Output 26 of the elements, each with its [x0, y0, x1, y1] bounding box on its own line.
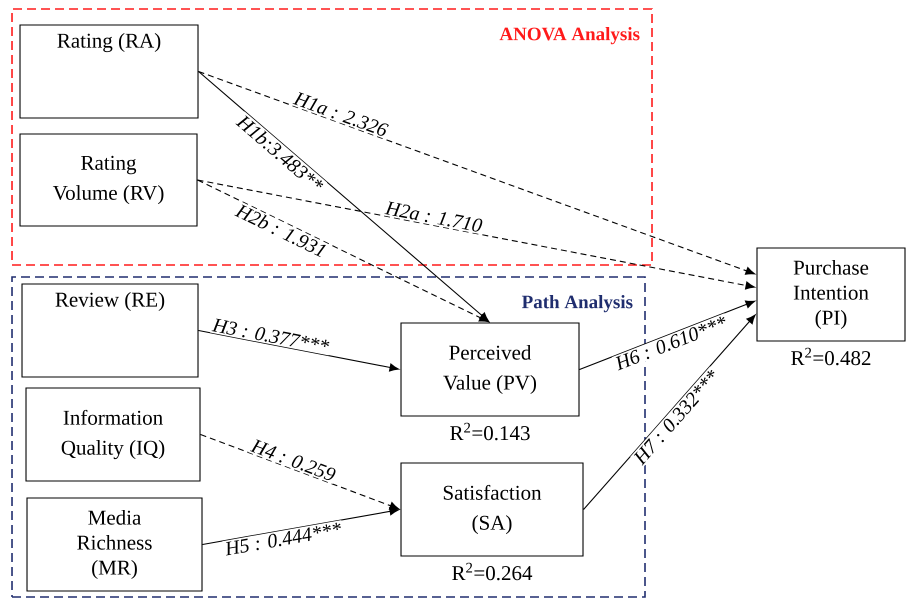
arrow	[198, 71, 489, 322]
construct-box: Rating (RA)	[19, 24, 199, 119]
construct-box: Satisfaction (SA)	[400, 462, 584, 557]
arrow	[202, 507, 399, 546]
construct-box: Rating Volume (RV)	[19, 133, 198, 227]
construct-box: Information Quality (IQ)	[25, 387, 201, 482]
arrow	[583, 314, 756, 510]
arrow	[198, 70, 756, 275]
arrow	[198, 330, 399, 372]
value-label: R$^{2}$=0.482	[791, 348, 870, 366]
arrow	[579, 300, 756, 370]
construct-box: Review (RE)	[21, 283, 199, 378]
edge-label: H1a : 2.326	[290, 89, 392, 140]
construct-box: Perceived Value (PV)	[400, 322, 580, 417]
edge-label: H5 : 0.444***	[222, 520, 344, 558]
edge-label: H4 : 0.259	[248, 436, 339, 484]
arrow	[197, 180, 489, 322]
edge-label: H2a : 1.710	[382, 199, 485, 234]
value-label: R$^{2}$=0.143	[450, 422, 530, 440]
value-label: R$^{2}$=0.264	[452, 562, 532, 580]
arrow	[200, 434, 400, 510]
arrow	[197, 179, 755, 290]
construct-box: Purchase Intention (PI)	[756, 247, 906, 342]
construct-box: Media Richness (MR)	[26, 497, 203, 592]
edge-label: H2b : 1.931	[232, 200, 330, 260]
edge-label: H3 : 0.377***	[210, 316, 332, 356]
